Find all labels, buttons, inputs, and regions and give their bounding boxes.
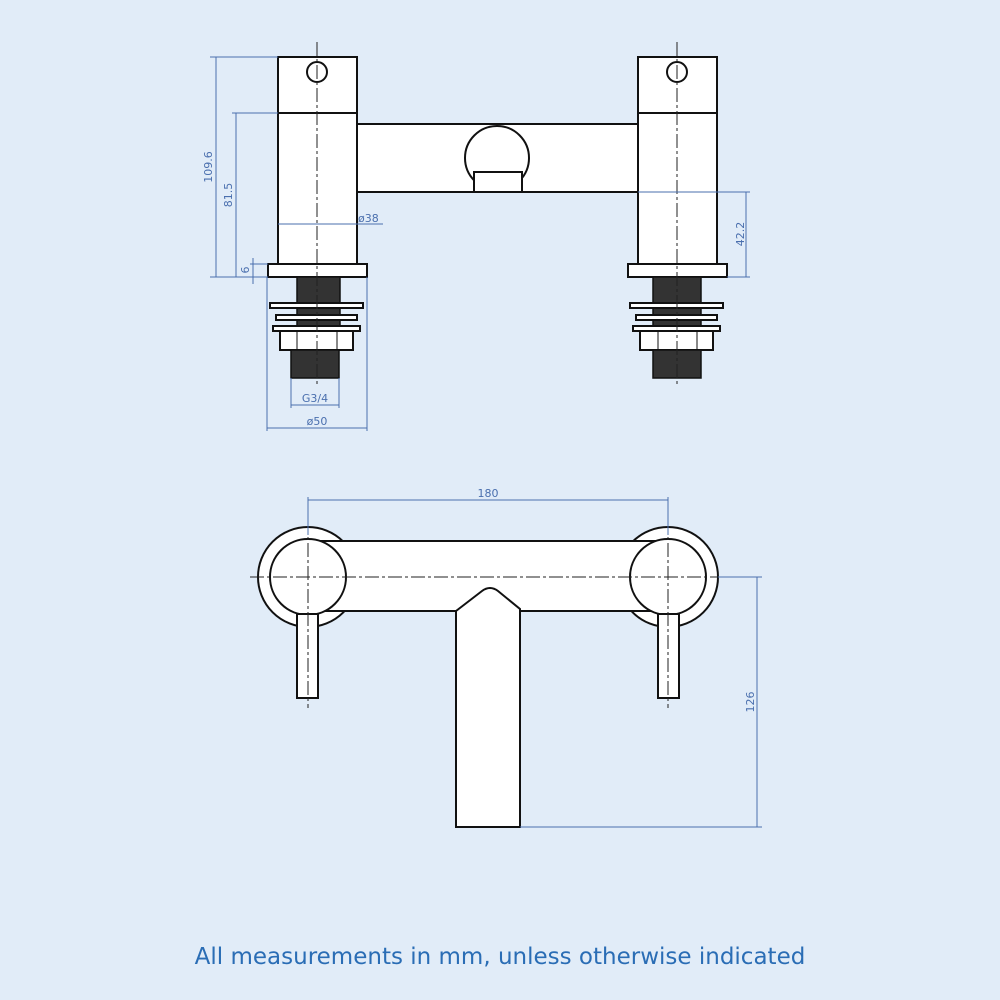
left-pillar xyxy=(267,42,368,385)
dim-flange-thickness: 6 xyxy=(239,258,268,284)
svg-text:ø38: ø38 xyxy=(358,212,379,225)
spout-aerator xyxy=(473,171,523,193)
plan-spout xyxy=(455,587,521,828)
measurement-note: All measurements in mm, unless otherwise… xyxy=(194,944,806,970)
dim-thread-size: G3/4 xyxy=(290,378,340,408)
dim-flange-diameter: ø50 xyxy=(266,277,368,431)
plan-view: 180 126 xyxy=(250,487,762,828)
right-pillar xyxy=(627,42,728,385)
svg-text:42.2: 42.2 xyxy=(734,222,747,247)
dim-total-height: 109.6 xyxy=(202,56,278,278)
dim-body-diameter: ø38 xyxy=(278,212,383,225)
dim-spout-clearance: 42.2 xyxy=(638,191,750,278)
svg-text:G3/4: G3/4 xyxy=(302,392,328,405)
svg-text:ø50: ø50 xyxy=(307,415,328,428)
svg-text:6: 6 xyxy=(239,267,252,274)
dim-body-height: 81.5 xyxy=(222,112,278,277)
svg-text:126: 126 xyxy=(744,692,757,713)
svg-text:180: 180 xyxy=(478,487,499,500)
front-elevation: 109.6 81.5 6 ø38 42.2 G3/4 xyxy=(202,42,750,431)
dim-spout-reach: 126 xyxy=(520,576,762,828)
dim-centres: 180 xyxy=(307,487,669,535)
svg-text:109.6: 109.6 xyxy=(202,151,215,183)
svg-text:81.5: 81.5 xyxy=(222,183,235,208)
